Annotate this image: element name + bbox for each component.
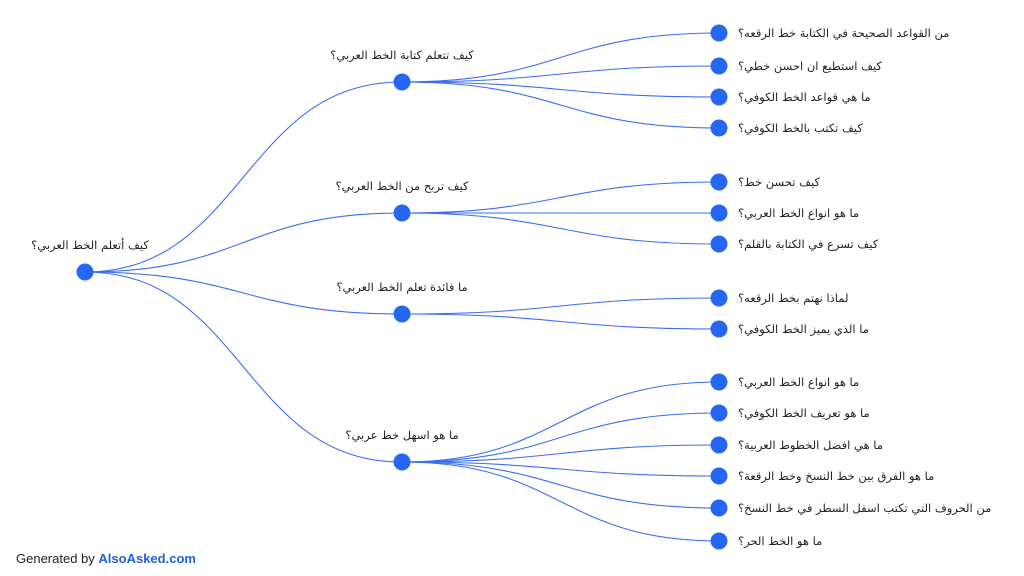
branch-label-4: ما هو اسهل خط عربي؟ [345,428,459,442]
leaf-node-1-3[interactable] [710,88,728,106]
leaf-label-1-4[interactable]: كيف تكتب بالخط الكوفي؟ [738,121,863,135]
edge-branch-4-to-leaf-3 [401,444,720,463]
edge-root-to-branch-4 [84,271,403,463]
edges-layer [84,32,720,542]
leaf-node-1-2[interactable] [710,57,728,75]
leaf-node-1-4[interactable] [710,119,728,137]
edge-branch-2-to-leaf-3 [401,212,720,245]
edge-branch-1-to-leaf-3 [401,81,720,98]
leaf-label-4-3[interactable]: ما هي افضل الخطوط العربية؟ [738,438,883,452]
footer-credit: Generated by AlsoAsked.com [16,551,196,566]
edge-branch-4-to-leaf-4 [401,461,720,477]
edge-branch-4-to-leaf-2 [401,412,720,463]
edge-branch-1-to-leaf-2 [401,65,720,83]
edge-branch-4-to-leaf-1 [401,381,720,463]
edge-branch-4-to-leaf-5 [401,461,720,509]
leaf-node-4-2[interactable] [710,404,728,422]
nodes-layer [76,24,728,550]
edge-branch-2-to-leaf-1 [401,181,720,214]
leaf-label-3-2[interactable]: ما الذي يميز الخط الكوفي؟ [738,322,869,336]
leaf-label-2-3[interactable]: كيف تسرع في الكتابة بالقلم؟ [738,237,879,251]
leaf-node-4-1[interactable] [710,373,728,391]
leaf-node-4-3[interactable] [710,436,728,454]
branch-label-2: كيف تربح من الخط العربي؟ [335,179,469,193]
root-label: كيف أتعلم الخط العربي؟ [31,238,149,252]
leaf-node-3-1[interactable] [710,289,728,307]
brand-link[interactable]: AlsoAsked.com [98,551,196,566]
leaf-label-1-1[interactable]: من القواعد الصحيحة في الكتابة خط الرقعه؟ [738,26,950,40]
leaf-node-4-5[interactable] [710,499,728,517]
branch-label-3: ما فائدة تعلم الخط العربي؟ [336,280,468,294]
leaf-label-3-1[interactable]: لماذا نهتم بخط الرقعه؟ [738,291,849,305]
leaf-label-2-1[interactable]: كيف تحسن خط؟ [738,175,820,189]
edge-root-to-branch-2 [84,212,403,273]
leaf-node-2-1[interactable] [710,173,728,191]
leaf-label-4-1[interactable]: ما هو انواع الخط العربي؟ [738,375,860,389]
branch-node-3[interactable] [393,305,411,323]
edge-branch-4-to-leaf-6 [401,461,720,542]
edge-branch-1-to-leaf-4 [401,81,720,129]
root-node[interactable] [76,263,94,281]
edge-root-to-branch-1 [84,81,403,273]
branch-label-1: كيف تتعلم كتابة الخط العربي؟ [330,48,474,62]
branch-node-2[interactable] [393,204,411,222]
edge-branch-3-to-leaf-1 [401,297,720,315]
leaf-label-1-2[interactable]: كيف استطيع ان احسن خطي؟ [738,59,882,73]
leaf-label-4-6[interactable]: ما هو الخط الحر؟ [738,534,823,548]
leaf-node-1-1[interactable] [710,24,728,42]
leaf-label-4-4[interactable]: ما هو الفرق بين خط النسخ وخط الرقعة؟ [738,469,935,483]
leaf-label-4-5[interactable]: من الحروف التي تكتب اسفل السطر في خط الن… [738,501,992,515]
leaf-node-2-3[interactable] [710,235,728,253]
leaf-node-2-2[interactable] [710,204,728,222]
branch-node-4[interactable] [393,453,411,471]
leaf-node-3-2[interactable] [710,320,728,338]
leaf-node-4-4[interactable] [710,467,728,485]
edge-branch-1-to-leaf-1 [401,32,720,83]
leaf-label-2-2[interactable]: ما هو انواع الخط العربي؟ [738,206,860,220]
footer-prefix: Generated by [16,551,95,566]
edge-root-to-branch-3 [84,271,403,315]
leaf-label-1-3[interactable]: ما هي قواعد الخط الكوفي؟ [738,90,871,104]
leaf-label-4-2[interactable]: ما هو تعريف الخط الكوفي؟ [738,406,870,420]
branch-node-1[interactable] [393,73,411,91]
leaf-node-4-6[interactable] [710,532,728,550]
edge-branch-3-to-leaf-2 [401,313,720,330]
